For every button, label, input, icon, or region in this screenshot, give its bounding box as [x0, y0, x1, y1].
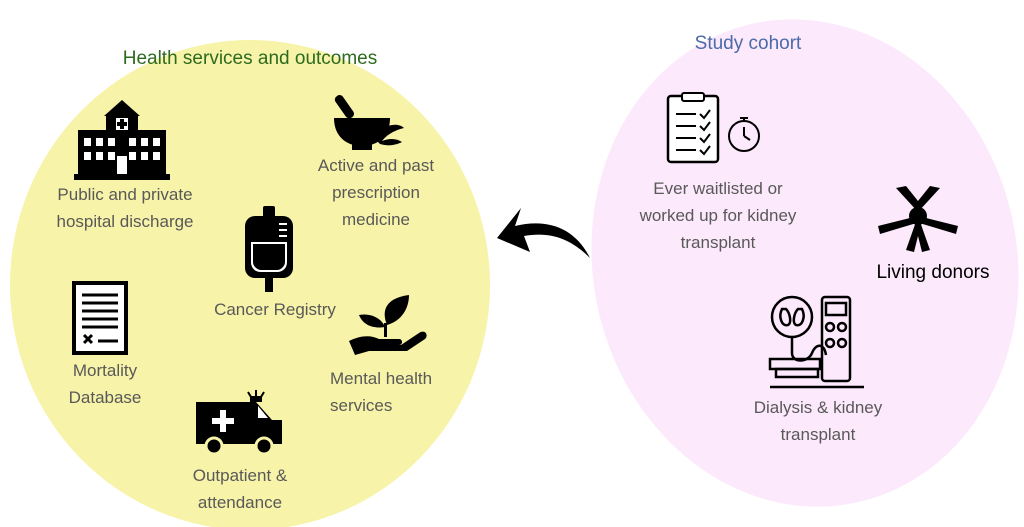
ambulance-icon	[196, 390, 282, 454]
cancer-registry-label: Cancer Registry	[214, 300, 336, 319]
kidney-dialysis-icon	[768, 295, 864, 389]
living-donors-label: Living donors	[876, 262, 990, 283]
hand-sprout-icon	[349, 295, 427, 355]
study-cohort-title: Study cohort	[694, 33, 802, 54]
mortar-pestle-icon	[334, 95, 404, 150]
health-services-title: Health services and outcomes	[122, 48, 378, 69]
joined-hands-icon	[878, 186, 958, 252]
death-certificate-icon	[72, 281, 128, 355]
outpatient-label: Outpatient &attendance	[192, 466, 288, 512]
hospital-icon	[74, 100, 170, 180]
curved-arrow-left-icon	[497, 208, 590, 258]
clipboard-timer-icon	[666, 92, 760, 164]
iv-bag-icon	[245, 206, 293, 292]
